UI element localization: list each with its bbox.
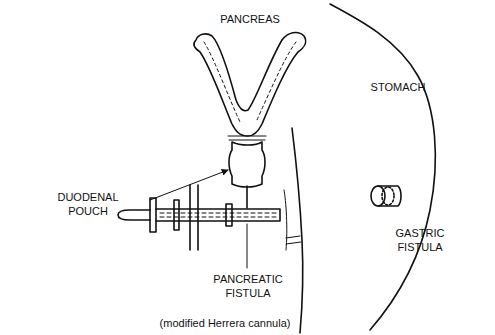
pancreas-outline [194,33,306,136]
cannula-tube [156,209,280,221]
gastric-cannula-cap [382,187,394,205]
cannula-flange [150,198,156,232]
part-label: GASTRIC FISTULA [380,226,460,254]
pouch-stem [246,186,248,208]
gastric-cannula-body [378,186,401,206]
caption: (modified Herrera cannula) [160,316,291,330]
cannula-handle [118,210,150,220]
part-label: STOMACH [358,80,438,94]
part-label: DUODENAL POUCH [53,190,123,218]
leader-line [247,224,248,268]
stomach-junction [286,236,301,244]
part-label: PANCREAS [205,12,295,26]
leader-line [150,170,228,200]
gastric-cannula [371,186,385,206]
pancreatic-duct [204,42,296,122]
wall-outer [284,190,287,250]
pouch-cuff [228,136,266,140]
stomach-outline [292,4,435,333]
part-label: PANCREATIC FISTULA [208,272,288,300]
cannula-lumen [160,213,278,217]
duodenal-pouch [229,142,265,187]
cannula-flange-2 [174,200,179,230]
cannula-collar [226,204,232,226]
